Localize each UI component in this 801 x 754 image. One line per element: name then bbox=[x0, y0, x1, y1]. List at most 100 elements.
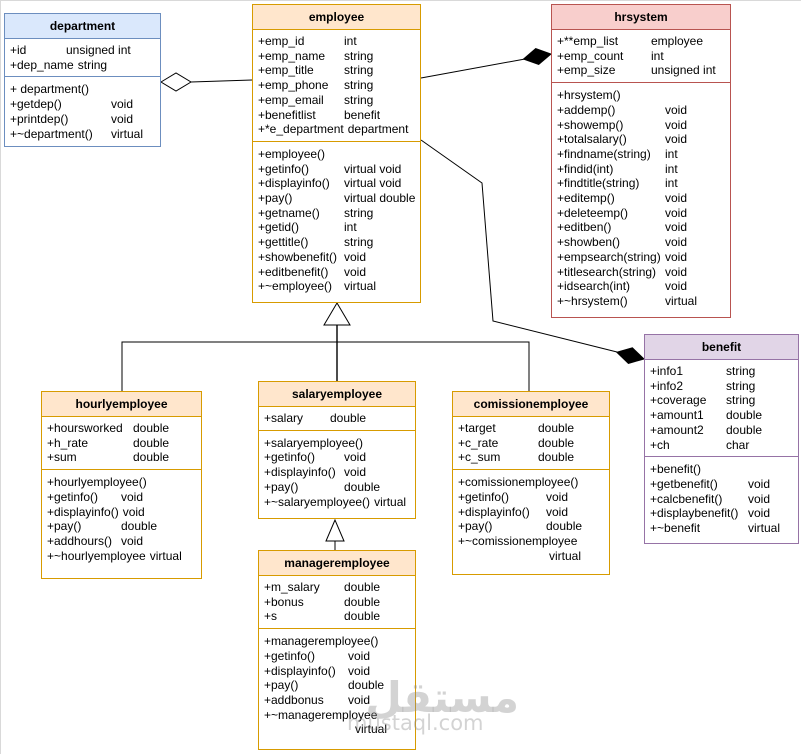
member-name: +~benefit bbox=[650, 521, 701, 536]
member-row: +getinfo()void bbox=[264, 450, 413, 465]
member-name: +amount1 bbox=[650, 408, 704, 423]
aggregation-diamond-department bbox=[160, 72, 192, 92]
member-name: +pay() bbox=[258, 191, 293, 206]
member-row: +idsearch(int) void bbox=[557, 279, 728, 294]
member-type: string bbox=[726, 364, 756, 378]
member-row: +salaryemployee() bbox=[264, 436, 413, 451]
member-row: + department() bbox=[10, 82, 158, 97]
member-row: +~employee()virtual bbox=[258, 279, 418, 294]
member-type: string bbox=[726, 378, 756, 393]
member-row: +~comissionemployee bbox=[458, 534, 607, 549]
member-type: department bbox=[347, 122, 409, 137]
member-name: +hoursworked bbox=[47, 421, 123, 435]
member-type: void bbox=[665, 279, 688, 294]
member-type: int bbox=[651, 48, 664, 63]
member-name: +displayinfo() bbox=[264, 465, 336, 480]
member-name: +addhours() bbox=[47, 533, 113, 548]
member-name: +hrsystem() bbox=[557, 88, 621, 103]
member-type: void bbox=[348, 663, 371, 678]
member-name: +manageremployee() bbox=[264, 634, 379, 649]
member-row: +displayinfo()void bbox=[264, 664, 413, 679]
member-type: virtual bbox=[149, 548, 182, 563]
member-name: +editbenefit() bbox=[258, 264, 329, 279]
member-type: char bbox=[726, 437, 750, 452]
member-name: +emp_size bbox=[557, 63, 616, 78]
member-type: double bbox=[133, 421, 170, 435]
member-type: int bbox=[665, 146, 678, 161]
member-type: string bbox=[344, 205, 374, 220]
member-name: +displaybenefit() bbox=[650, 506, 739, 521]
member-name: +c_rate bbox=[458, 435, 499, 450]
member-type: void bbox=[665, 132, 688, 147]
member-row: +getname()string bbox=[258, 206, 418, 221]
member-type: benefit bbox=[344, 107, 381, 122]
member-name: +benefitlist bbox=[258, 107, 316, 122]
member-name: +coverage bbox=[650, 393, 707, 408]
member-row: +pay()double bbox=[458, 519, 607, 534]
member-name: +benefit() bbox=[650, 462, 702, 477]
composition-diamond-benefit bbox=[615, 347, 645, 364]
member-name: +info1 bbox=[650, 364, 684, 378]
member-name: +printdep() bbox=[10, 111, 69, 126]
member-row: +displayinfo()void bbox=[47, 505, 199, 520]
member-name: +editben() bbox=[557, 220, 612, 235]
member-row: +totalsalary() void bbox=[557, 132, 728, 147]
member-row: +empsearch(string)void bbox=[557, 250, 728, 265]
member-name: +totalsalary() bbox=[557, 132, 627, 147]
connector-subclasses-branch bbox=[121, 341, 530, 391]
member-type: double bbox=[344, 594, 381, 609]
member-row: +pay()double bbox=[47, 519, 199, 534]
member-name: +~comissionemployee bbox=[458, 533, 578, 548]
connector-employee-benefit bbox=[420, 139, 618, 353]
member-type: string bbox=[344, 92, 374, 107]
member-name: +info2 bbox=[650, 378, 684, 393]
member-name: +pay() bbox=[264, 479, 299, 494]
member-type: double bbox=[538, 435, 575, 450]
member-row: +manageremployee() bbox=[264, 634, 413, 649]
member-name: +getinfo() bbox=[264, 648, 316, 663]
member-name: +~hourlyemployee bbox=[47, 548, 146, 563]
member-row: +findtitle(string)int bbox=[557, 176, 728, 191]
member-row: +gettitle()string bbox=[258, 235, 418, 250]
member-name: +employee() bbox=[258, 146, 326, 161]
member-type: int bbox=[665, 176, 678, 191]
member-row: +editbenefit()void bbox=[258, 265, 418, 280]
member-name: +calcbenefit() bbox=[650, 491, 723, 506]
member-name: +idsearch(int) bbox=[557, 279, 631, 294]
class-title: salaryemployee bbox=[259, 382, 415, 407]
member-name: +editemp() bbox=[557, 191, 615, 206]
member-type: void bbox=[665, 117, 688, 132]
member-row: +~department()virtual bbox=[10, 127, 158, 142]
member-type: unsigned int bbox=[66, 43, 131, 57]
member-name: +showemp() bbox=[557, 117, 624, 132]
member-name: +emp_title bbox=[258, 63, 314, 78]
member-type: double bbox=[348, 678, 385, 693]
member-row: +comissionemployee() bbox=[458, 475, 607, 490]
member-type: employee bbox=[651, 34, 704, 48]
member-name: +getinfo() bbox=[258, 161, 310, 176]
member-name: +findid(int) bbox=[557, 161, 614, 176]
member-type: int bbox=[344, 220, 357, 235]
member-row: +printdep() void bbox=[10, 112, 158, 127]
member-type: void bbox=[665, 249, 688, 264]
member-name: +pay() bbox=[47, 519, 82, 534]
member-name: +target bbox=[458, 421, 496, 435]
class-title: hourlyemployee bbox=[42, 392, 201, 417]
member-name: +gettitle() bbox=[258, 235, 309, 250]
member-name: +~hrsystem() bbox=[557, 293, 628, 308]
member-type: void bbox=[111, 111, 134, 126]
member-row: +~salaryemployee()virtual bbox=[264, 495, 413, 510]
member-row: +displayinfo()void bbox=[458, 505, 607, 520]
member-type: int bbox=[665, 161, 678, 176]
